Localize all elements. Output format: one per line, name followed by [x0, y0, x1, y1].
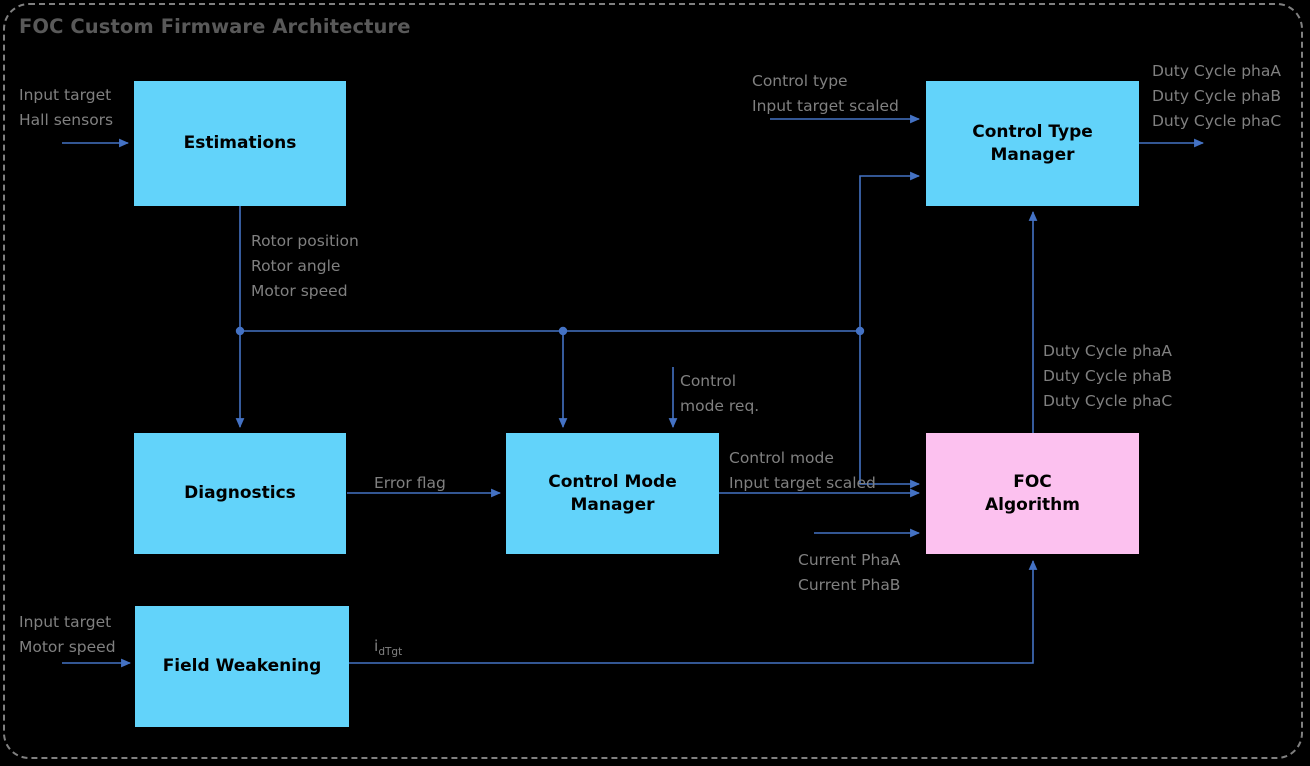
label-foc-duty-output: Duty Cycle phaA Duty Cycle phaB Duty Cyc… [1043, 342, 1173, 411]
block-estimations[interactable]: Estimations [134, 81, 346, 206]
label-error-flag: Error flag [374, 474, 446, 492]
wire-idtgt-to-foc [349, 560, 1038, 664]
label-field-weakening-input: Input target Motor speed [19, 613, 116, 657]
label-estimations-input: Input target Hall sensors [19, 86, 114, 130]
block-control-mode-manager-label-line1: Control Mode [548, 472, 677, 493]
label-idtgt-subscript: dTgt [378, 646, 403, 659]
junction-dot-estimations [235, 326, 245, 336]
junction-dot-right-bus [855, 326, 865, 336]
block-foc-algorithm-label-line1: FOC [1013, 472, 1052, 493]
block-field-weakening[interactable]: Field Weakening [135, 606, 349, 727]
block-estimations-label: Estimations [183, 133, 297, 154]
label-control-mode-output: Control mode Input target scaled [729, 449, 876, 493]
block-diagnostics-label: Diagnostics [184, 483, 296, 504]
label-control-type-output: Duty Cycle phaA Duty Cycle phaB Duty Cyc… [1152, 62, 1282, 131]
block-field-weakening-label: Field Weakening [162, 656, 322, 677]
label-foc-currents-input: Current PhaA Current PhaB [798, 551, 901, 595]
block-control-type-manager-label-line2: Manager [990, 144, 1075, 165]
label-control-type-input: Control type Input target scaled [752, 72, 899, 116]
block-diagnostics[interactable]: Diagnostics [134, 433, 346, 554]
wire-bus-to-control-type-manager [859, 171, 920, 331]
block-control-mode-manager-label-line2: Manager [570, 494, 655, 515]
label-estimations-output: Rotor position Rotor angle Motor speed [251, 232, 359, 301]
block-foc-algorithm-label-line2: Algorithm [985, 494, 1080, 515]
junction-dot-control-mode [558, 326, 568, 336]
label-control-mode-req: Control mode req. [680, 372, 760, 416]
label-idtgt: idTgt [374, 634, 402, 661]
page-title: FOC Custom Firmware Architecture [19, 15, 411, 38]
label-idtgt-base: i [374, 637, 379, 655]
block-control-type-manager-label-line1: Control Type [972, 122, 1093, 143]
